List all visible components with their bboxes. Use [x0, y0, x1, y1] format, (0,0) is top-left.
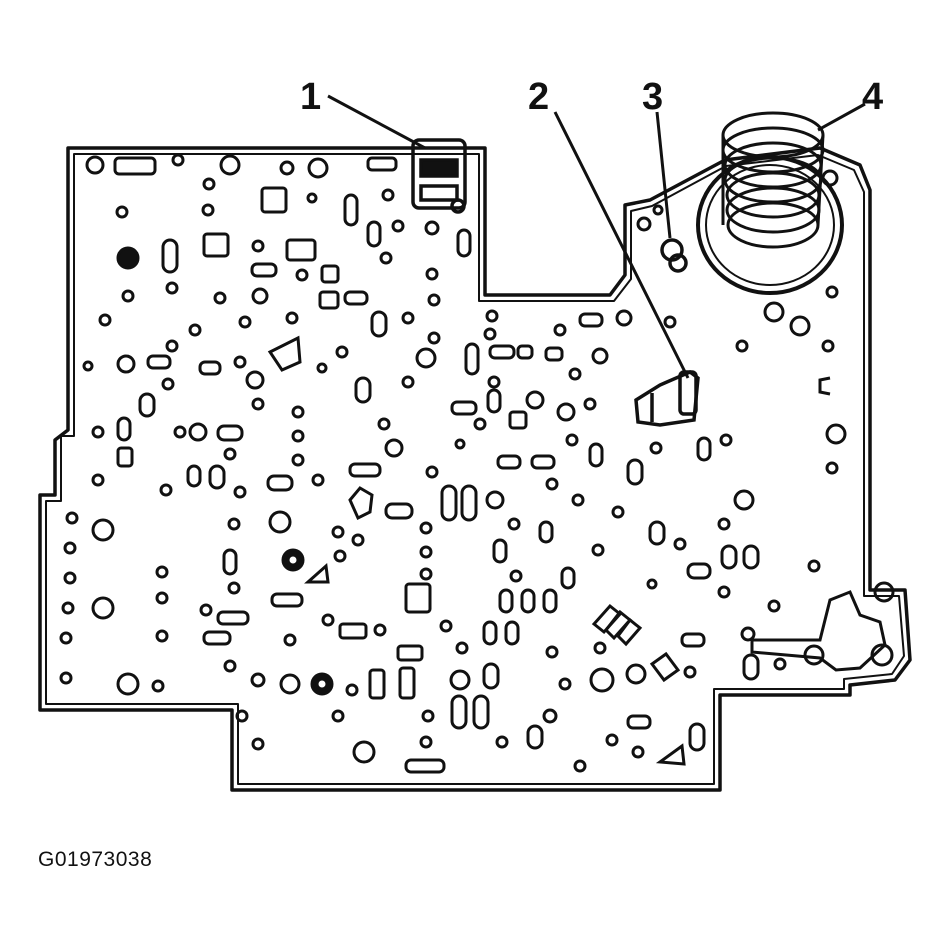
plate-inner-outline: [45, 153, 905, 785]
callout-2: 2: [528, 76, 550, 118]
spring: [721, 111, 825, 249]
leader-line-4: [817, 102, 866, 132]
plate-outline: [38, 146, 912, 792]
callout-3: 3: [642, 76, 664, 118]
valve-clip: [634, 369, 700, 427]
figure-id: G01973038: [38, 848, 153, 871]
leader-line-1: [327, 94, 426, 150]
leader-line-2: [553, 111, 690, 379]
check-ball: [660, 238, 688, 273]
filter-screen: [411, 138, 467, 214]
passage-holes: [59, 153, 895, 774]
callout-4: 4: [862, 76, 884, 118]
callout-1: 1: [300, 76, 322, 118]
leader-line-3: [655, 111, 672, 239]
